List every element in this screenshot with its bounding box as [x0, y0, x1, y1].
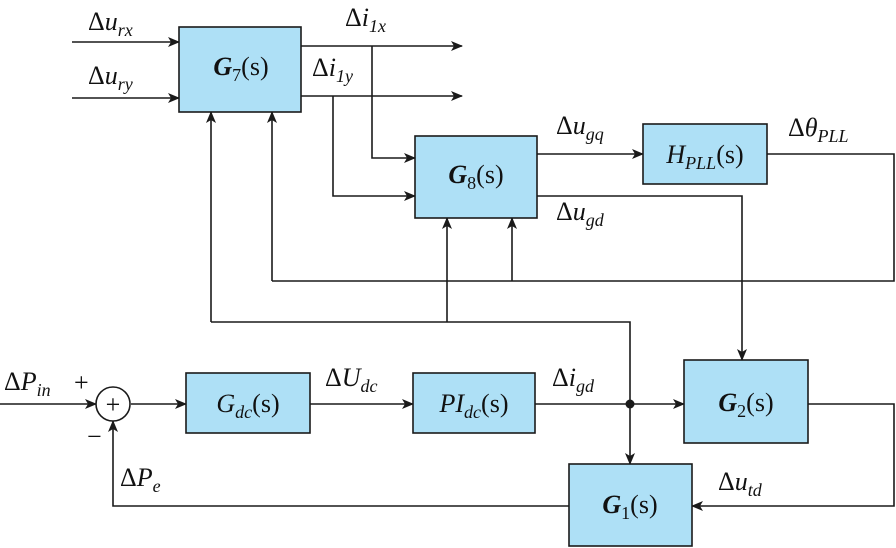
sum-plus-sign: +: [74, 368, 89, 397]
label-utd: Δutd: [718, 467, 763, 500]
wire-pe-to-sum: [108, 420, 569, 507]
summing-junction: +: [95, 386, 131, 422]
wire-utd-to-g1: [691, 403, 895, 511]
label-udc: ΔUdc: [325, 363, 378, 396]
wire-i1x-to-g8: [371, 46, 416, 163]
block-g1: G1(s): [568, 463, 693, 547]
g1-symbol: G: [602, 490, 621, 519]
label-ugq: Δugq: [556, 111, 604, 144]
label-pin: ΔPin: [4, 367, 51, 400]
g7-subscript: 7: [232, 65, 241, 85]
label-igd: Δigd: [552, 363, 595, 396]
label-theta-pll: ΔθPLL: [788, 113, 849, 146]
sum-symbol: +: [106, 390, 121, 419]
sum-minus-sign: −: [87, 422, 102, 451]
gdc-subscript: dc: [235, 402, 252, 422]
wire-i1y-to-g8: [332, 96, 416, 201]
label-ury: Δury: [88, 61, 133, 94]
signal-wires: [0, 37, 895, 511]
wire-theta-feedback: [272, 153, 895, 282]
g7-symbol: G: [213, 52, 232, 81]
g8-subscript: 8: [467, 173, 476, 193]
label-i1x: Δi1x: [345, 3, 386, 36]
wire-igd-feedback: [211, 321, 631, 404]
block-g2: G2(s): [683, 359, 809, 444]
g7-argument: (s): [241, 52, 268, 81]
g1-argument: (s): [630, 490, 657, 519]
block-pidc: PIdc(s): [412, 372, 536, 434]
svg-text:G2(s): G2(s): [718, 388, 773, 421]
hpll-argument: (s): [716, 140, 743, 169]
g2-symbol: G: [718, 388, 737, 417]
svg-text:PIdc(s): PIdc(s): [439, 389, 509, 422]
g2-argument: (s): [746, 388, 773, 417]
svg-text:G1(s): G1(s): [602, 490, 657, 523]
label-pe: ΔPe: [120, 463, 161, 496]
svg-text:HPLL(s): HPLL(s): [665, 140, 743, 173]
block-g8: G8(s): [414, 135, 538, 219]
svg-text:Gdc(s): Gdc(s): [216, 389, 279, 422]
block-gdc: Gdc(s): [185, 372, 311, 434]
svg-text:G7(s): G7(s): [213, 52, 268, 85]
block-g7: G7(s): [178, 26, 302, 113]
g2-subscript: 2: [737, 401, 746, 421]
label-urx: Δurx: [88, 7, 133, 40]
wire-ugd-to-g2: [537, 195, 747, 361]
gdc-symbol: G: [216, 389, 235, 418]
label-i1y: Δi1y: [312, 53, 353, 86]
block-hpll: HPLL(s): [642, 123, 768, 185]
label-ugd: Δugd: [556, 197, 605, 230]
hpll-symbol: H: [665, 140, 686, 169]
svg-text:G8(s): G8(s): [448, 160, 503, 193]
pidc-symbol: PI: [439, 389, 466, 418]
pidc-argument: (s): [481, 389, 508, 418]
g8-argument: (s): [476, 160, 503, 189]
pidc-subscript: dc: [464, 402, 481, 422]
junction-dot: [625, 399, 635, 409]
hpll-subscript: PLL: [684, 153, 716, 173]
g8-symbol: G: [448, 160, 467, 189]
gdc-argument: (s): [252, 389, 279, 418]
g1-subscript: 1: [621, 503, 630, 523]
